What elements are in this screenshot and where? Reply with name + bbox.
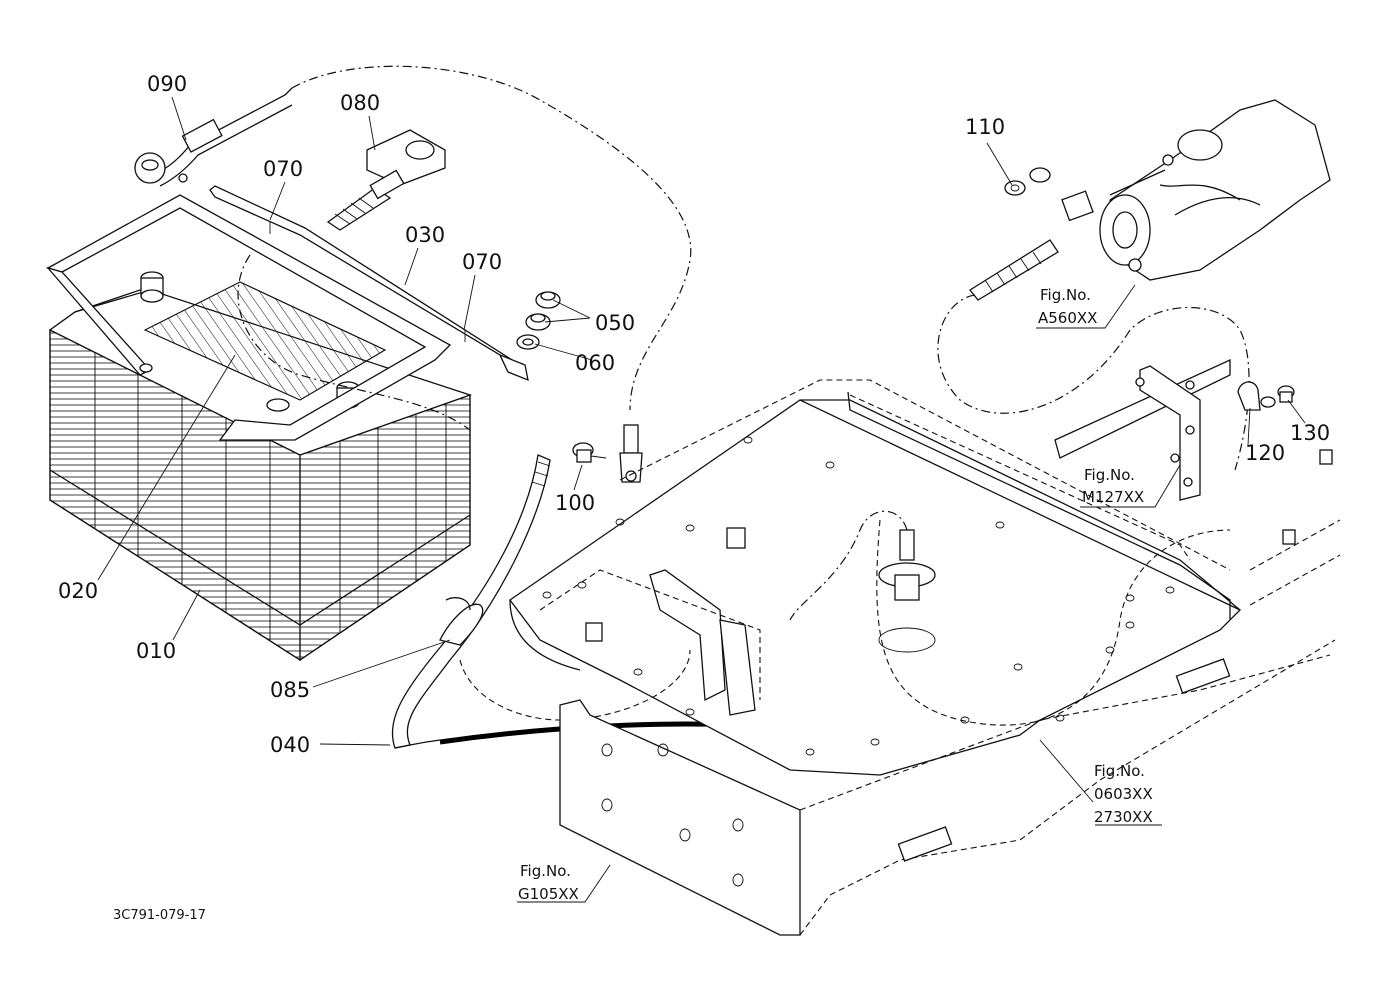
side-rail [847, 391, 1341, 620]
fig-ref-label-0603: Fig.No. [1094, 762, 1145, 780]
negative-cable [326, 129, 446, 231]
fig-ref-0603: 0603XX [1094, 785, 1153, 803]
battery-holder [46, 185, 529, 441]
part-label-120: 120 [1245, 441, 1285, 465]
part-label-010: 010 [136, 639, 176, 663]
part-label-090: 090 [147, 72, 187, 96]
part-label-020: 020 [58, 579, 98, 603]
part-label-030: 030 [405, 223, 445, 247]
fig-ref-label-m127: Fig.No. [1084, 466, 1135, 484]
fig-ref-m127: M127XX [1082, 488, 1144, 506]
part-label-085: 085 [270, 678, 310, 702]
part-label-070: 070 [263, 157, 303, 181]
lower-frame [559, 639, 1336, 936]
drawing-code: 3C791-079-17 [113, 908, 206, 923]
floor-plate [459, 379, 1242, 776]
bolt-130 [1260, 385, 1295, 408]
part-label-080: 080 [340, 91, 380, 115]
battery-sheet [143, 281, 387, 401]
fig-ref-label-g105: Fig.No. [520, 862, 571, 880]
leader-lines [97, 96, 1306, 903]
nuts-050 [525, 291, 561, 331]
bolt-100 [572, 442, 607, 463]
positive-cable [134, 87, 293, 187]
clamp-120 [1237, 381, 1261, 411]
part-label-060: 060 [575, 351, 615, 375]
part-label-130: 130 [1290, 421, 1330, 445]
earth-terminal [619, 424, 643, 483]
fig-ref-g105: G105XX [518, 885, 579, 903]
part-label-050: 050 [595, 311, 635, 335]
bracket-m127 [1054, 358, 1231, 501]
starter-motor [937, 99, 1331, 471]
part-label-100: 100 [555, 491, 595, 515]
fig-ref-label-a560: Fig.No. [1040, 286, 1091, 304]
fig-ref-a560: A560XX [1038, 309, 1097, 327]
fig-ref-2730: 2730XX [1094, 808, 1153, 826]
part-label-110: 110 [965, 115, 1005, 139]
washer-060 [516, 334, 540, 350]
part-label-040: 040 [270, 733, 310, 757]
part-label-070-second: 070 [462, 250, 502, 274]
